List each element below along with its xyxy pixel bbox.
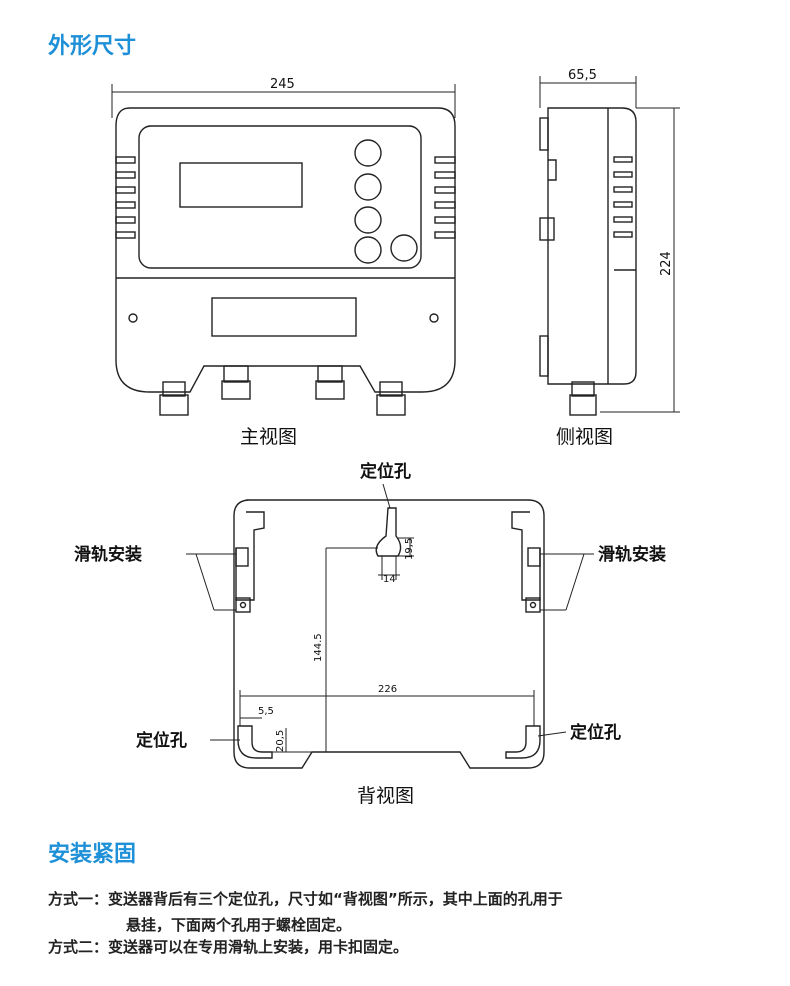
back-height-dim: 144.5 — [313, 633, 324, 662]
front-view — [111, 84, 456, 416]
side-depth-dim: 65,5 — [568, 68, 597, 83]
back-view — [186, 483, 594, 769]
back-view-caption: 背视图 — [357, 785, 414, 807]
slot-width-dim: 14 — [383, 574, 396, 585]
rail-right-label: 滑轨安装 — [598, 544, 666, 565]
top-hole-label: 定位孔 — [360, 461, 411, 482]
front-view-caption: 主视图 — [240, 426, 297, 448]
method1-label: 方式一： — [48, 890, 109, 908]
back-bottom-hole-dim: 20,5 — [275, 730, 286, 752]
method2-text: 变送器可以在专用滑轨上安装，用卡扣固定。 — [108, 938, 409, 956]
mounting-title: 安装紧固 — [48, 842, 137, 867]
method1: 方式一：变送器背后有三个定位孔，尺寸如“背视图”所示，其中上面的孔用于 — [48, 888, 563, 910]
back-width-dim: 226 — [378, 684, 397, 695]
back-offset-dim: 5,5 — [258, 706, 274, 717]
bottom-left-hole-label: 定位孔 — [136, 730, 187, 751]
method1-line1: 变送器背后有三个定位孔，尺寸如“背视图”所示，其中上面的孔用于 — [108, 890, 563, 908]
rail-left-label: 滑轨安装 — [74, 544, 142, 565]
bottom-right-hole-label: 定位孔 — [570, 722, 621, 743]
side-view-caption: 侧视图 — [556, 426, 613, 448]
front-width-dim: 245 — [270, 77, 295, 92]
method2-label: 方式二： — [48, 938, 109, 956]
method1-line2: 悬挂，下面两个孔用于螺栓固定。 — [126, 916, 352, 934]
side-view — [539, 76, 680, 416]
dimension-drawing: 245 主视图 65,5 224 侧视图 定位孔 滑轨安装 滑轨安装 定位孔 定… — [74, 68, 680, 807]
side-height-dim: 224 — [659, 251, 674, 276]
method2: 方式二：变送器可以在专用滑轨上安装，用卡扣固定。 — [48, 936, 408, 958]
slot-height-dim: 19,5 — [404, 538, 415, 560]
dimensions-title: 外形尺寸 — [48, 34, 137, 59]
